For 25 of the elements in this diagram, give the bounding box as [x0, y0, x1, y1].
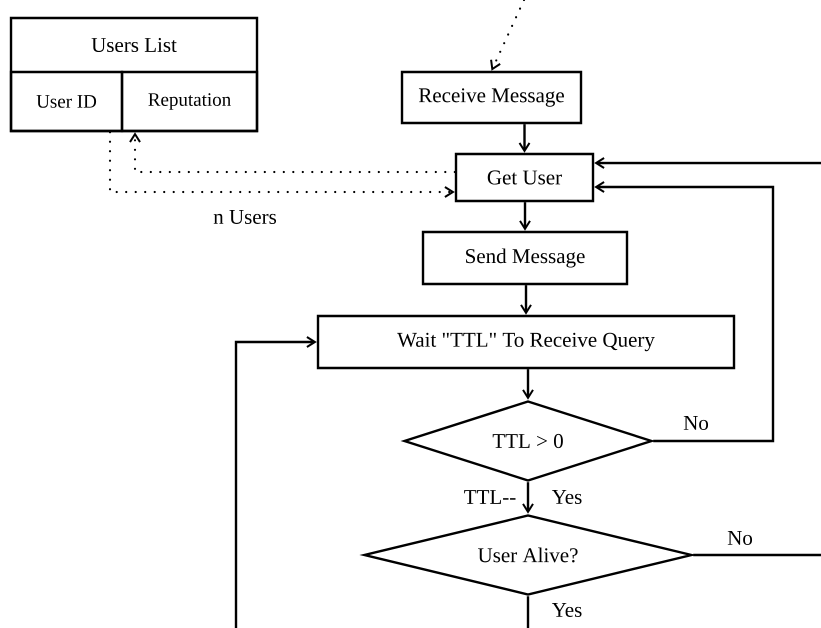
arrow — [520, 285, 532, 315]
process-box: Wait "TTL" To Receive Query — [316, 314, 736, 370]
process-box: Get User — [454, 152, 594, 202]
arrow — [519, 202, 531, 231]
table-cell: User ID — [10, 70, 124, 132]
arrow — [234, 336, 317, 628]
arrow — [594, 157, 821, 169]
table-cell: Reputation — [120, 70, 258, 132]
edge-label: No — [682, 415, 710, 431]
process-box: Send Message — [422, 230, 628, 286]
edge-label: n Users — [212, 209, 278, 225]
arrow — [518, 124, 530, 153]
arrow — [522, 482, 534, 514]
edge-label: Yes — [550, 489, 584, 505]
connector-line — [693, 554, 821, 556]
dotted-arrow — [108, 131, 455, 198]
dotted-arrow — [129, 132, 456, 174]
edge-label: No — [726, 530, 754, 546]
dotted-arrow — [490, 0, 526, 71]
connector-line — [526, 596, 530, 628]
edge-label: Yes — [550, 602, 584, 618]
arrow — [594, 181, 774, 442]
process-box: Receive Message — [400, 70, 582, 124]
note-label: TTL-- — [464, 490, 516, 504]
arrow — [522, 369, 534, 400]
